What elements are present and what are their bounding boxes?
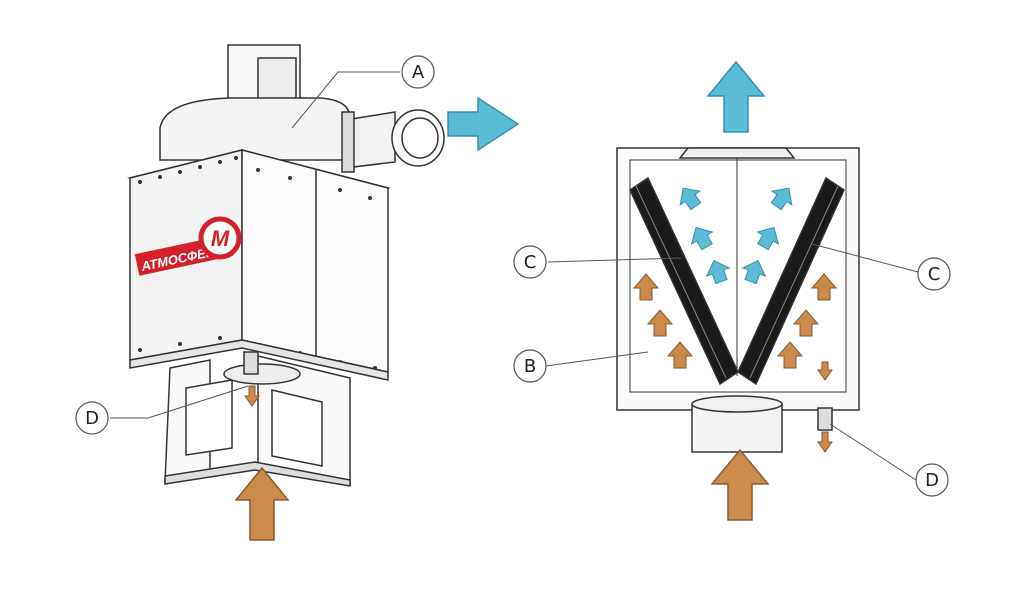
cutaway-inner <box>629 159 847 393</box>
internal-dirty-airflow-arrows <box>632 273 838 369</box>
body-side-face <box>241 149 389 373</box>
brand-logo-letter: М <box>211 226 230 251</box>
clean-air-outlet-arrow-top <box>706 60 766 133</box>
filter-cartridges <box>629 176 845 386</box>
callout-c-left: C <box>513 245 547 279</box>
leader-c-left <box>547 257 683 263</box>
leader-c-right <box>811 243 919 273</box>
leader-a <box>291 71 400 129</box>
filter-cartridge-right-edge <box>749 185 839 379</box>
internal-clean-airflow-arrows <box>679 187 793 285</box>
stand-base <box>164 461 351 487</box>
callout-c-right-label: C <box>928 264 941 285</box>
callout-c-left-label: C <box>524 252 537 273</box>
stand-cutout-left <box>185 379 233 456</box>
drain-valve <box>243 351 259 375</box>
drain-arrow-internal <box>817 361 833 381</box>
external-view <box>127 44 445 487</box>
callout-a: A <box>401 55 435 89</box>
drain-collar <box>223 363 301 385</box>
brand-logo-ring <box>198 216 242 260</box>
body-bottom-trim <box>129 339 389 381</box>
leader-d-left <box>110 385 249 419</box>
callout-b-label: B <box>524 356 536 377</box>
drain-arrow-right <box>817 431 833 453</box>
leader-b <box>545 351 649 367</box>
callout-a-label: A <box>412 62 425 83</box>
leader-d-right <box>829 423 917 481</box>
callout-lines <box>110 71 919 481</box>
cutaway-inlet-rim <box>691 395 783 413</box>
outlet-flange <box>341 111 355 173</box>
dirty-air-inlet-arrow-left <box>234 466 290 541</box>
dirty-air-inlet-arrow-right <box>710 448 770 521</box>
fan-volute <box>159 97 351 161</box>
callout-d-left-label: D <box>85 408 99 429</box>
outlet-pipe-inner <box>401 117 439 159</box>
callout-d-right-label: D <box>925 470 939 491</box>
drain-arrow-left <box>244 385 260 407</box>
cutaway-top-outlet <box>678 147 796 159</box>
cutaway-view <box>616 147 860 453</box>
callout-b: B <box>513 349 547 383</box>
callout-c-right: C <box>917 257 951 291</box>
callout-d-left: D <box>75 401 109 435</box>
clean-air-outlet-arrow <box>447 96 520 152</box>
cutaway-drain-valve <box>817 407 833 431</box>
stand-cutout-right <box>271 389 323 467</box>
filter-cartridge-left-edge <box>635 185 727 379</box>
callout-d-right: D <box>915 463 949 497</box>
